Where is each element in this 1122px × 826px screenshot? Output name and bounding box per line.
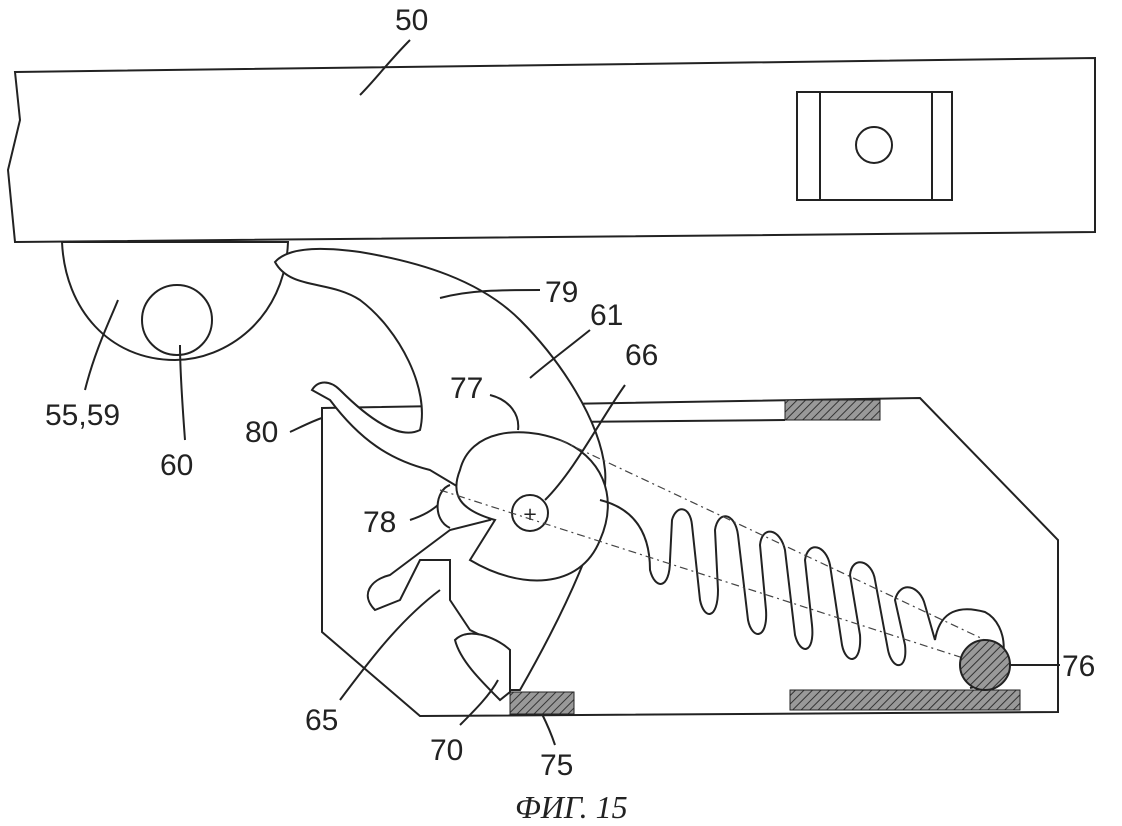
stop-bottom (790, 690, 1020, 710)
svg-text:+: + (522, 504, 537, 525)
label-61: 61 (590, 299, 623, 332)
label-60: 60 (160, 449, 193, 482)
label-70: 70 (430, 734, 463, 767)
label-65: 65 (305, 704, 338, 737)
label-78: 78 (363, 506, 396, 539)
latch-70 (455, 634, 510, 700)
label-77: 77 (450, 372, 483, 405)
figure-caption: ФИГ. 15 (515, 789, 628, 825)
spring-anchor-76 (960, 640, 1010, 690)
label-80: 80 (245, 416, 278, 449)
label-75: 75 (540, 749, 573, 782)
label-76: 76 (1062, 650, 1095, 683)
label-50: 50 (395, 4, 428, 37)
pin-60 (142, 285, 212, 355)
stop-75 (510, 692, 574, 714)
spring (600, 500, 1004, 688)
label-66: 66 (625, 339, 658, 372)
label-55-59: 55,59 (45, 399, 120, 432)
label-79: 79 (545, 276, 578, 309)
stop-top (785, 400, 880, 420)
